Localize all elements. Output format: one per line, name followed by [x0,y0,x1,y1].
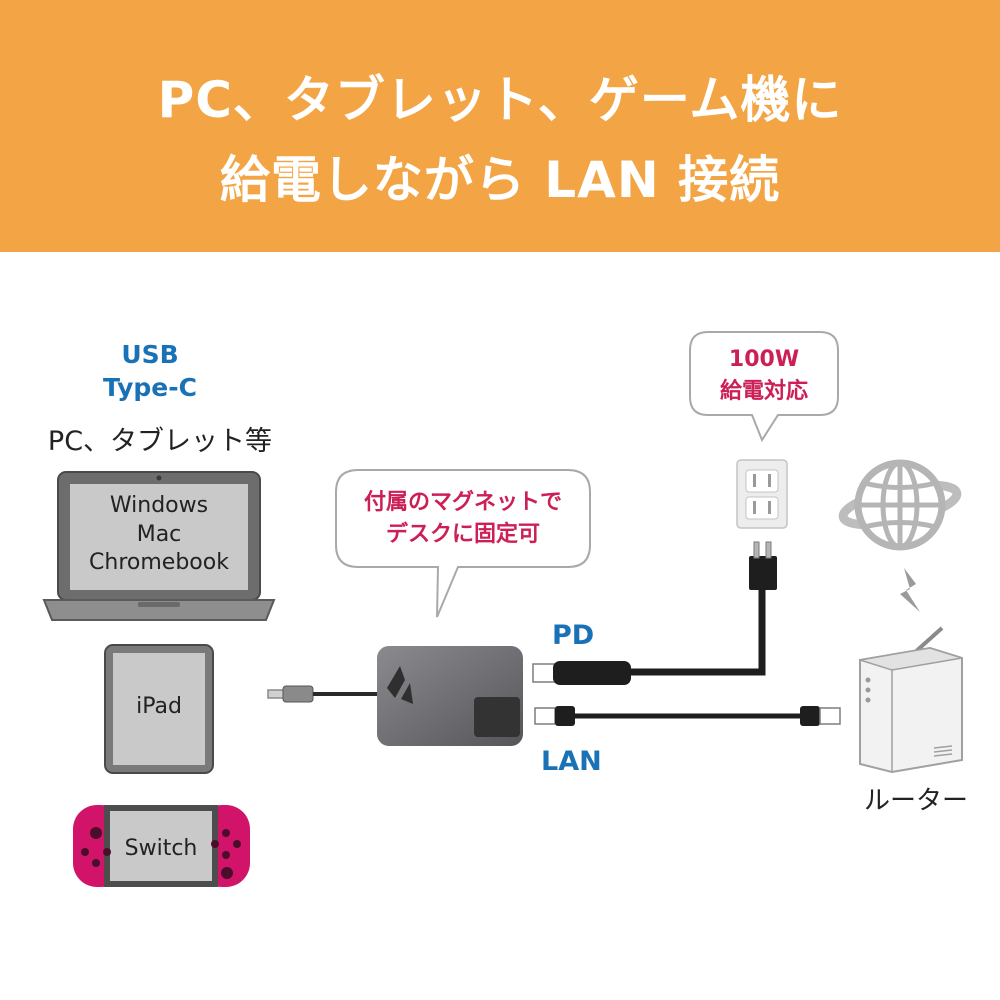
laptop-os-mac: Mac [136,522,182,547]
lan-port-label: LAN [541,746,602,777]
globe-icon [838,459,962,551]
pd-cable [532,541,777,685]
header-banner: PC、タブレット、ゲーム機に 給電しながら LAN 接続 [0,0,1000,252]
headline-line-1: PC、タブレット、ゲーム機に [157,71,843,129]
usb-c-cable [267,685,377,703]
tablet-icon [104,644,214,774]
power-callout-line-2: 給電対応 [719,379,808,404]
headline-line-2: 給電しながら LAN 接続 [219,151,781,209]
laptop-os-chromebook: Chromebook [89,550,229,575]
pd-port-label: PD [552,620,595,651]
magnet-callout-bubble [335,469,591,618]
switch-label: Switch [124,836,198,861]
switch-icon [73,805,250,887]
usb-label-line-1: USB [121,340,179,369]
magnet-callout-line-2: デスクに固定可 [385,522,540,547]
router-icon [859,626,963,774]
usb-label-line-2: Type-C [103,373,197,402]
laptop-os-windows: Windows [109,493,209,518]
devices-caption: PC、タブレット等 [47,426,273,457]
wireless-signal-icon [900,568,920,612]
laptop-icon [42,471,276,621]
power-callout-bubble [689,331,839,443]
wall-outlet-icon [736,459,788,529]
magnet-callout-line-1: 付属のマグネットで [363,490,562,515]
router-label: ルーター [863,786,968,816]
lan-cable [534,706,841,726]
tablet-label: iPad [136,694,182,719]
power-callout-line-1: 100W [728,347,800,372]
lan-adapter [377,646,523,746]
